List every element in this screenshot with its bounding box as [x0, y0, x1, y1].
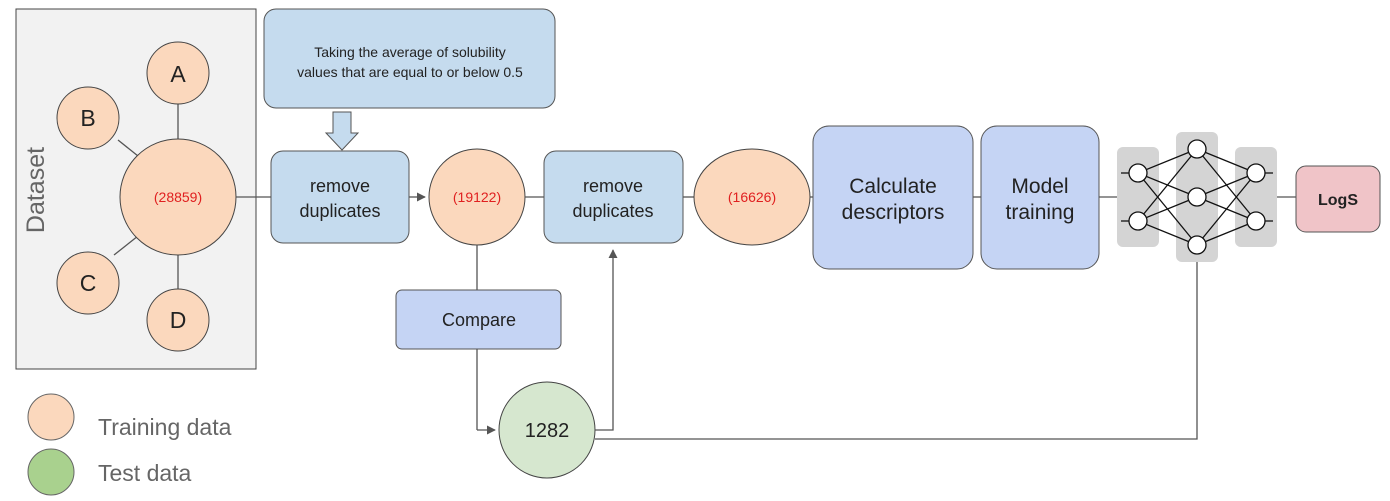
- legend-training-label: Training data: [98, 414, 232, 440]
- test-set-count: 1282: [525, 420, 570, 442]
- source-node-a: [146, 41, 210, 105]
- note-line-1: Taking the average of solubility: [314, 44, 505, 60]
- final-train-count: (16626): [728, 189, 776, 205]
- down-block-arrow: [324, 111, 360, 151]
- legend-test-label: Test data: [98, 460, 192, 486]
- model-line-2: training: [1006, 201, 1075, 224]
- compare-box: [395, 289, 562, 350]
- neural-network-icon: [1117, 132, 1277, 262]
- remove-duplicates-step-1: [270, 150, 410, 244]
- source-label-a: A: [170, 61, 186, 87]
- source-label-c: C: [80, 270, 97, 296]
- calc-line-2: descriptors: [842, 201, 945, 224]
- calc-line-1: Calculate: [849, 175, 937, 198]
- note-line-2: values that are equal to or below 0.5: [297, 64, 523, 80]
- source-node-c: [56, 251, 120, 315]
- remove-duplicates-step-2: [543, 150, 684, 244]
- step2-line-1: remove: [583, 176, 643, 196]
- averaging-note-box: [263, 8, 556, 109]
- model-line-1: Model: [1011, 175, 1068, 198]
- step1-line-1: remove: [310, 176, 370, 196]
- dataset-total-count: (28859): [154, 189, 202, 205]
- source-node-d: [146, 288, 210, 352]
- compare-label: Compare: [442, 310, 516, 330]
- source-label-b: B: [80, 105, 95, 131]
- legend-test-swatch: [27, 448, 75, 496]
- legend-training-swatch: [27, 393, 75, 441]
- output-logs-box: [1295, 165, 1381, 233]
- source-node-b: [56, 86, 120, 150]
- dataset-label: Dataset: [22, 147, 50, 233]
- source-label-d: D: [170, 307, 187, 333]
- after-dedup-count: (19122): [453, 189, 501, 205]
- step2-line-2: duplicates: [572, 201, 653, 221]
- output-label: LogS: [1318, 192, 1358, 209]
- step1-line-2: duplicates: [299, 201, 380, 221]
